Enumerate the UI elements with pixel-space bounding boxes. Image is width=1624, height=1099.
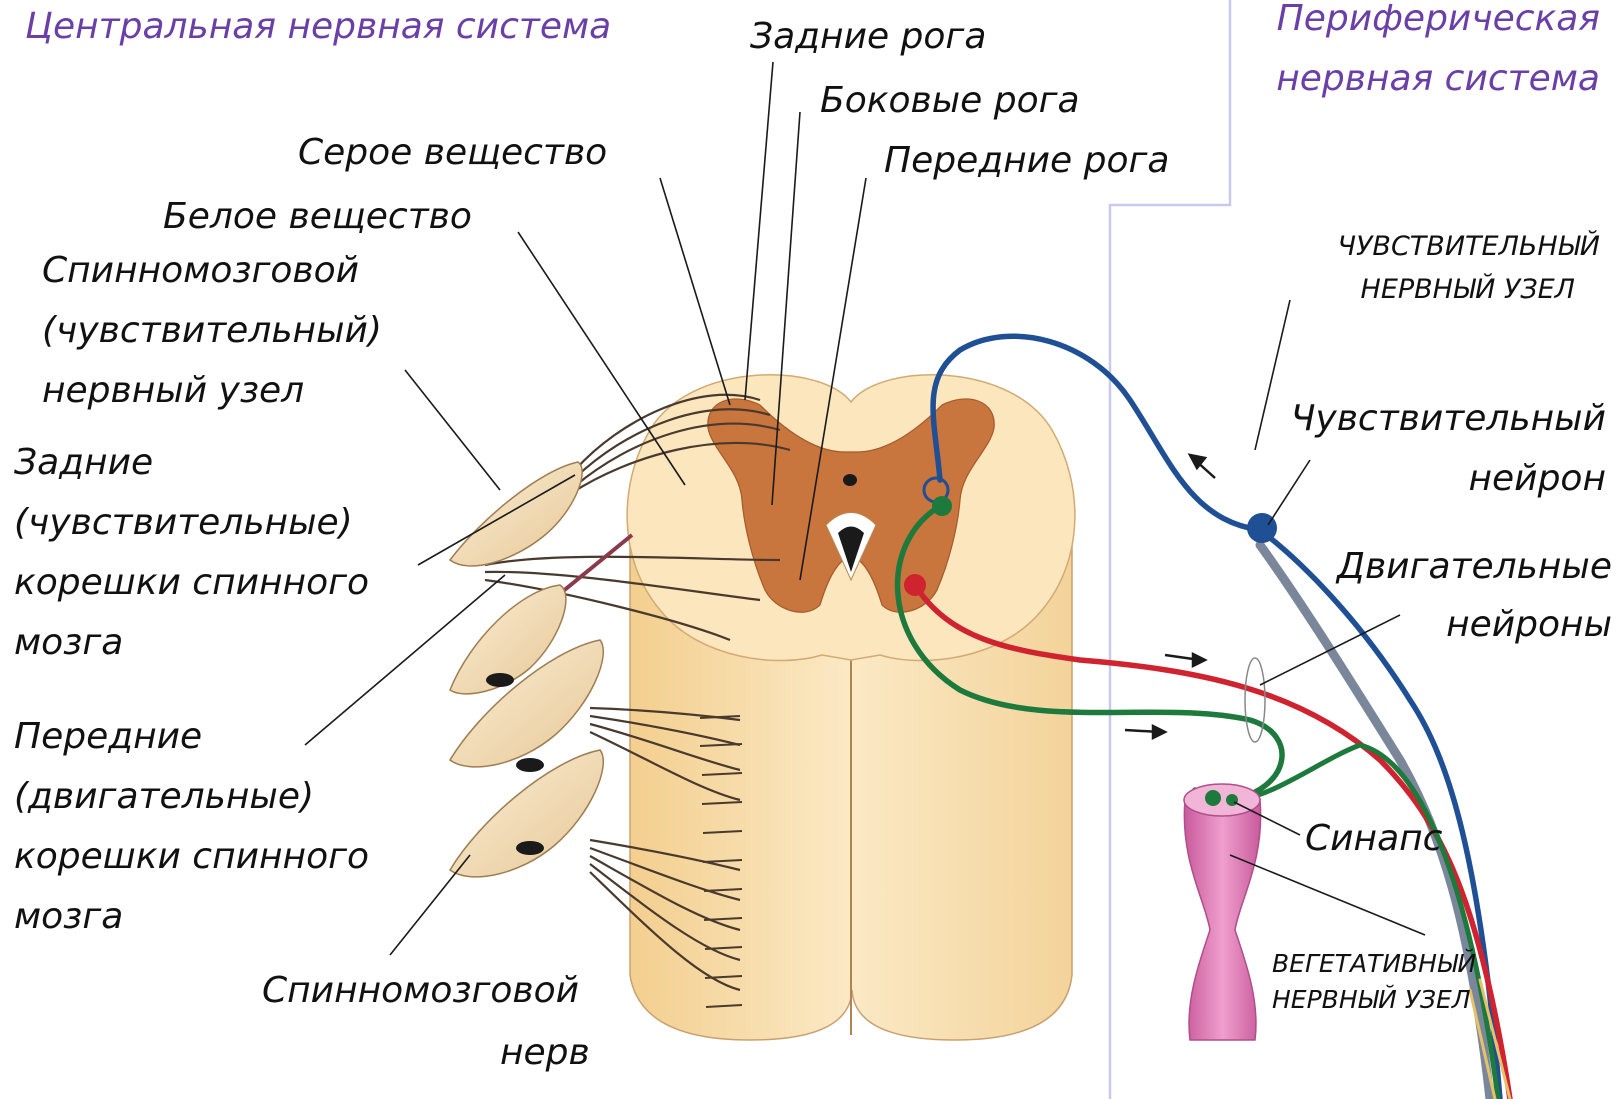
- synapse-dot-2: [1226, 794, 1238, 806]
- synapse-dot-1: [1205, 790, 1221, 806]
- leader-sensory-neuron: [1268, 460, 1310, 525]
- label-autonomic-ganglion-line2: НЕРВНЫЙ УЗЕЛ: [1272, 985, 1471, 1014]
- central-canal: [843, 474, 857, 486]
- leader-posterior-horns: [745, 62, 773, 400]
- label-white-matter: Белое вещество: [163, 196, 472, 237]
- label-spinal-ganglion-line1: Спинномозговой: [42, 250, 359, 291]
- autonomic-ganglion: [1184, 784, 1261, 1040]
- autonomic-ganglion-top: [1184, 784, 1260, 816]
- label-synapse: Синапс: [1305, 818, 1443, 859]
- leader-sensory-ganglion: [1255, 300, 1290, 450]
- label-sensory-ganglion-line2: НЕРВНЫЙ УЗЕЛ: [1361, 273, 1575, 305]
- leader-autonomic-ganglion: [1230, 855, 1425, 935]
- label-sensory-neuron-line2: нейрон: [1469, 458, 1607, 499]
- label-motor-neurons-line1: Двигательные: [1335, 546, 1612, 587]
- pns-heading-line1: Периферическая: [1277, 0, 1600, 39]
- leader-gray-matter: [660, 178, 730, 405]
- leader-white-matter: [518, 232, 685, 485]
- label-gray-matter: Серое вещество: [298, 132, 607, 173]
- motor-neurons-marker: [1245, 658, 1265, 742]
- motor-neuron-body: [904, 574, 926, 596]
- label-posterior-horns: Задние рога: [750, 16, 986, 57]
- pns-heading-line2: нервная система: [1276, 58, 1600, 99]
- label-sensory-ganglion-line1: ЧУВСТВИТЕЛЬНЫЙ: [1337, 230, 1600, 262]
- leader-spinal-nerve: [390, 855, 470, 955]
- label-anterior-horns: Передние рога: [884, 140, 1170, 181]
- leader-spinal-ganglion: [405, 370, 500, 490]
- label-motor-neurons-line2: нейроны: [1446, 604, 1612, 645]
- label-posterior-roots-line4: мозга: [14, 622, 123, 663]
- label-anterior-roots-line1: Передние: [14, 716, 202, 757]
- interneuron-green-body: [932, 496, 952, 516]
- label-anterior-roots-line3: корешки спинного: [14, 836, 369, 877]
- label-anterior-roots-line2: (двигательные): [14, 776, 314, 817]
- label-posterior-roots-line1: Задние: [14, 442, 153, 483]
- label-anterior-roots-line4: мозга: [14, 896, 123, 937]
- spinal-ganglia: [450, 462, 603, 877]
- label-lateral-horns: Боковые рога: [820, 80, 1080, 121]
- label-spinal-ganglion-line3: нервный узел: [42, 370, 304, 411]
- cns-heading: Центральная нервная система: [25, 6, 611, 47]
- flow-arrows: [1125, 455, 1215, 738]
- autonomic-ganglion-body: [1184, 800, 1260, 1040]
- label-sensory-neuron-line1: Чувствительный: [1291, 398, 1606, 439]
- spinal-ganglion-1: [450, 462, 582, 566]
- label-spinal-ganglion-line2: (чувствительный): [42, 310, 382, 351]
- label-spinal-nerve-line2: нерв: [500, 1032, 590, 1073]
- label-posterior-roots-line3: корешки спинного: [14, 562, 369, 603]
- label-spinal-nerve-line1: Спинномозговой: [262, 970, 579, 1011]
- label-posterior-roots-line2: (чувствительные): [14, 502, 353, 543]
- label-autonomic-ganglion-line1: ВЕГЕТАТИВНЫЙ: [1272, 949, 1476, 978]
